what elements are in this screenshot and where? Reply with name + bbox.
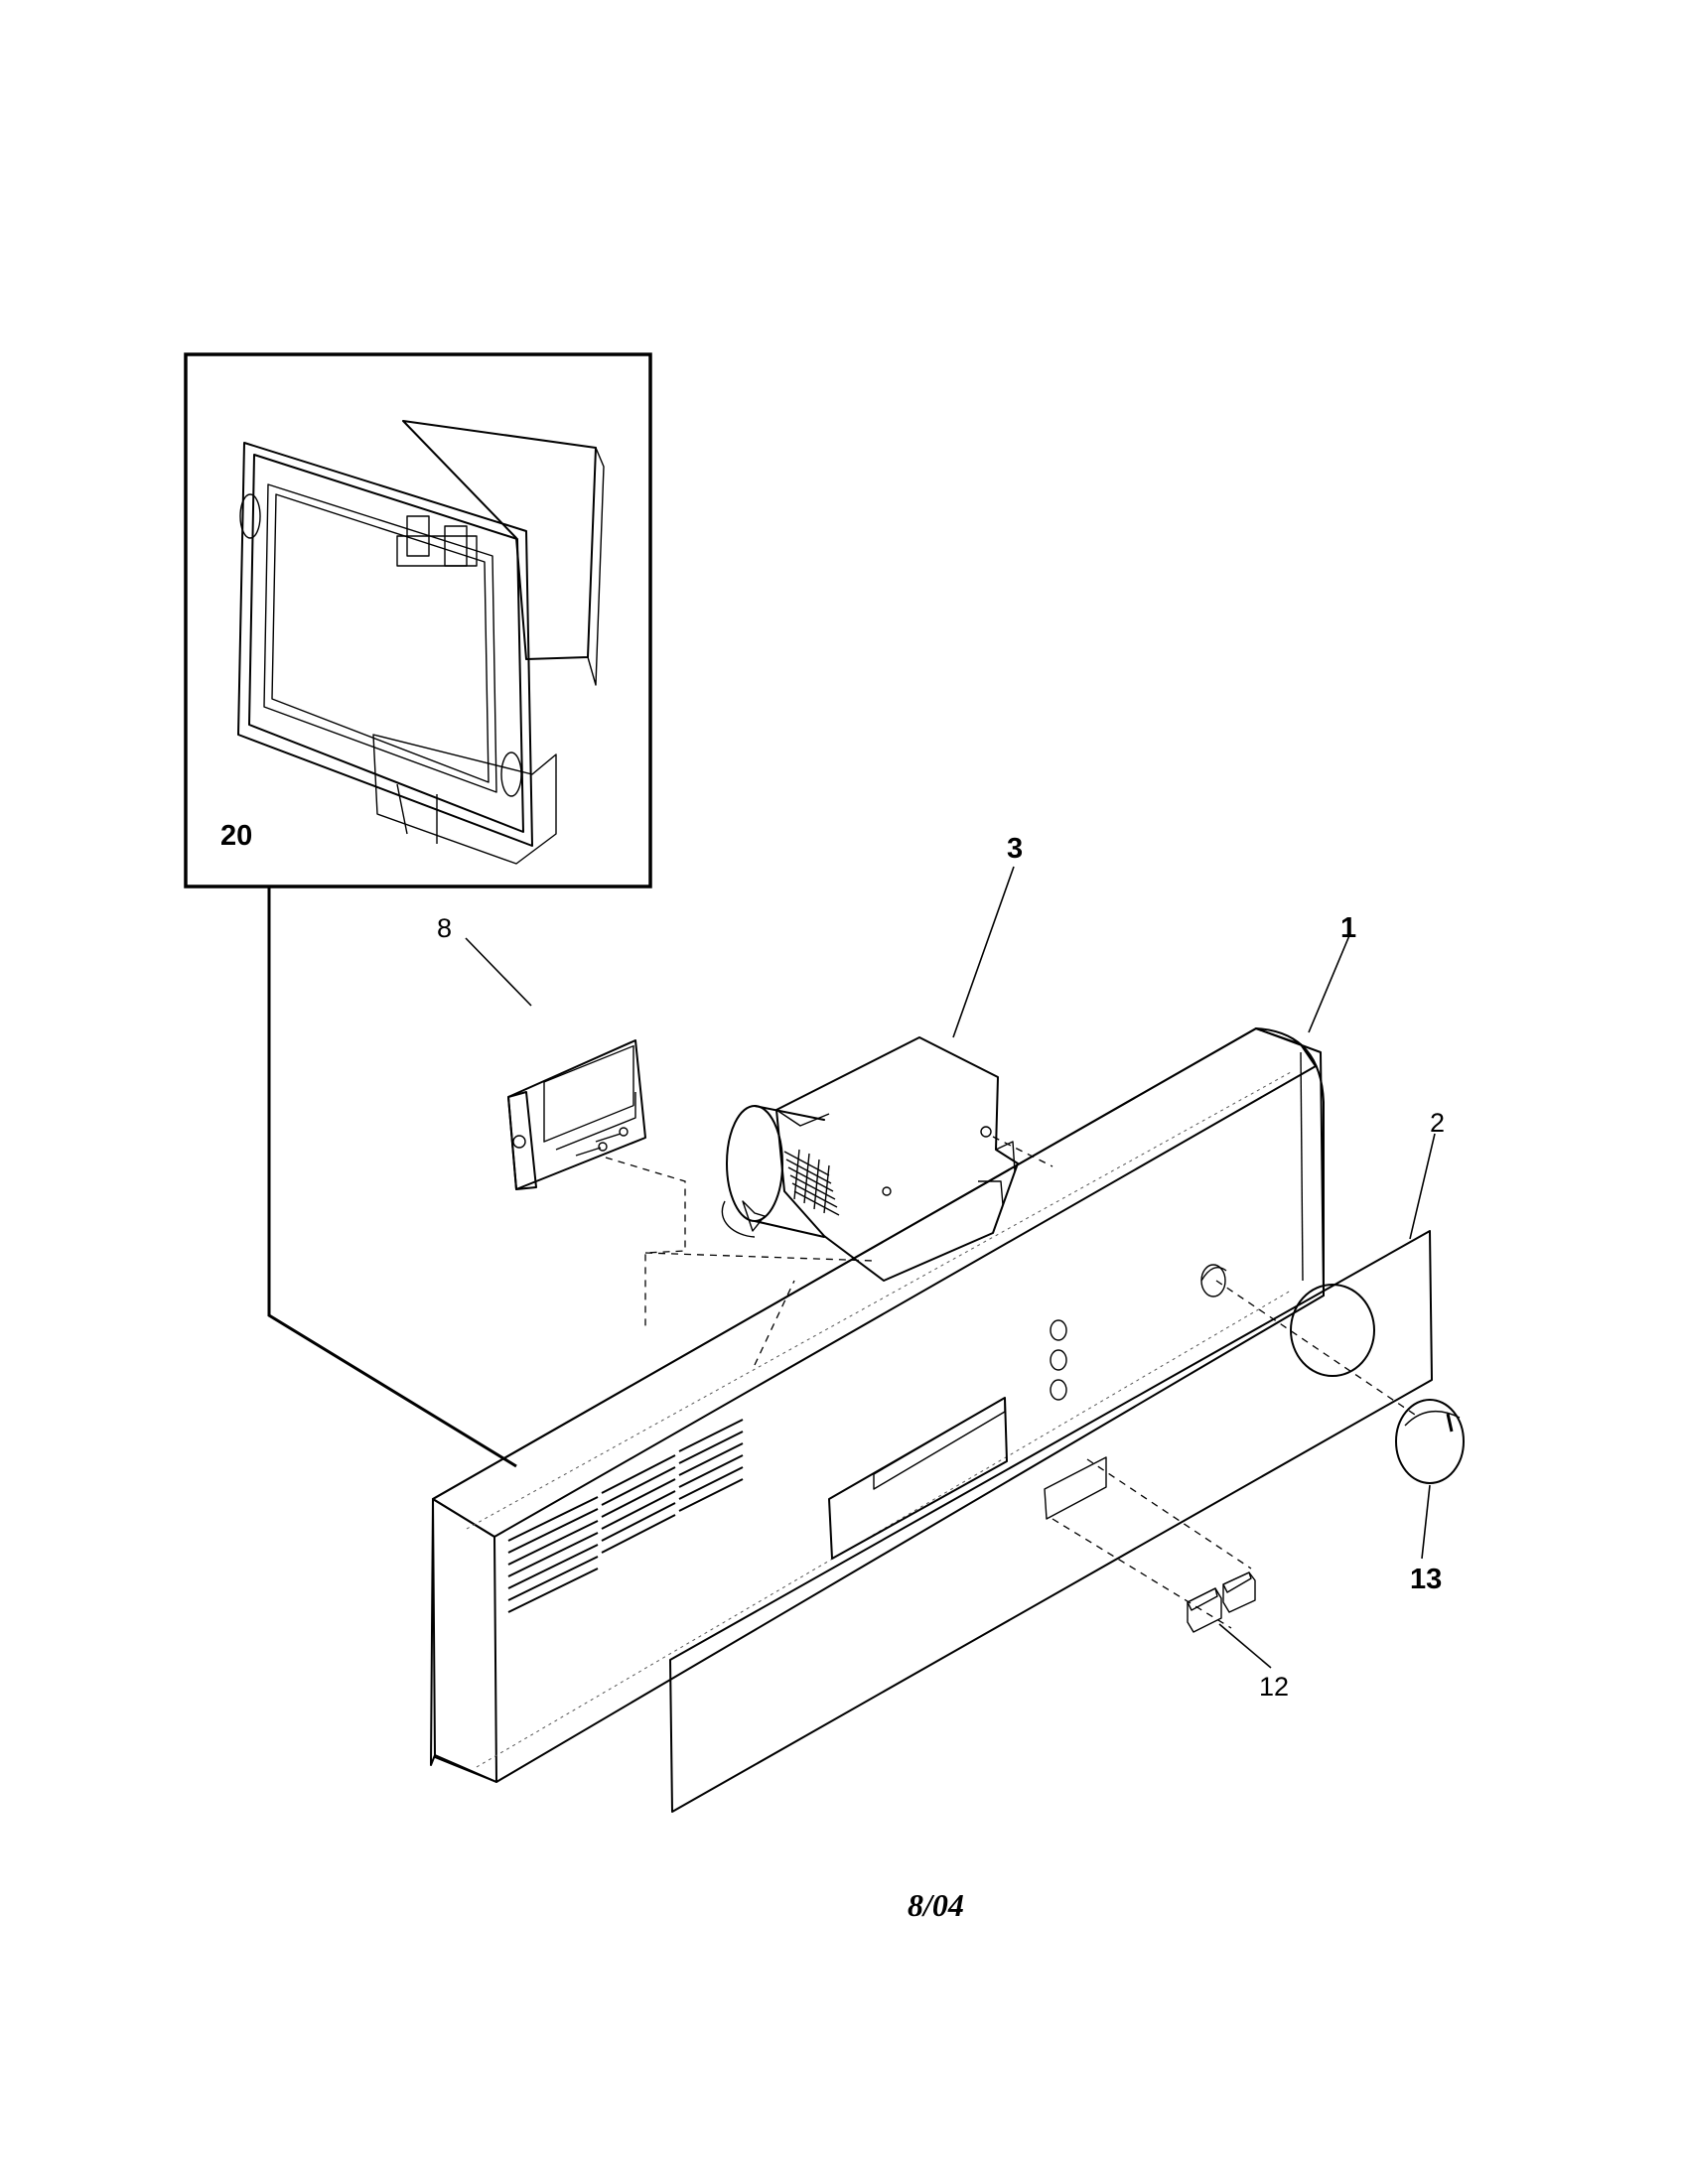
- part-3-control-board: [721, 1036, 1019, 1282]
- dispenser-module-drawing: 20: [220, 420, 605, 865]
- vent-grille: [507, 1419, 744, 1613]
- callout-1: 1: [1340, 912, 1356, 944]
- callout-2: 2: [1430, 1108, 1445, 1138]
- callout-13: 13: [1410, 1564, 1442, 1595]
- callout-8: 8: [437, 913, 452, 943]
- projection-lines: [605, 1136, 1416, 1629]
- part-13-knob: [1395, 1399, 1465, 1484]
- callout-3: 3: [1007, 833, 1023, 865]
- inset-callout-20: 20: [220, 820, 252, 852]
- callout-12: 12: [1259, 1672, 1289, 1702]
- revision-date: 8/04: [908, 1887, 964, 1923]
- part-1-control-panel: [430, 1027, 1325, 1783]
- part-2-overlay-panel: [669, 1230, 1433, 1813]
- part-8-switch: [507, 1039, 646, 1190]
- part-12-buttons: [1187, 1571, 1256, 1633]
- inset-frame: [184, 352, 652, 1468]
